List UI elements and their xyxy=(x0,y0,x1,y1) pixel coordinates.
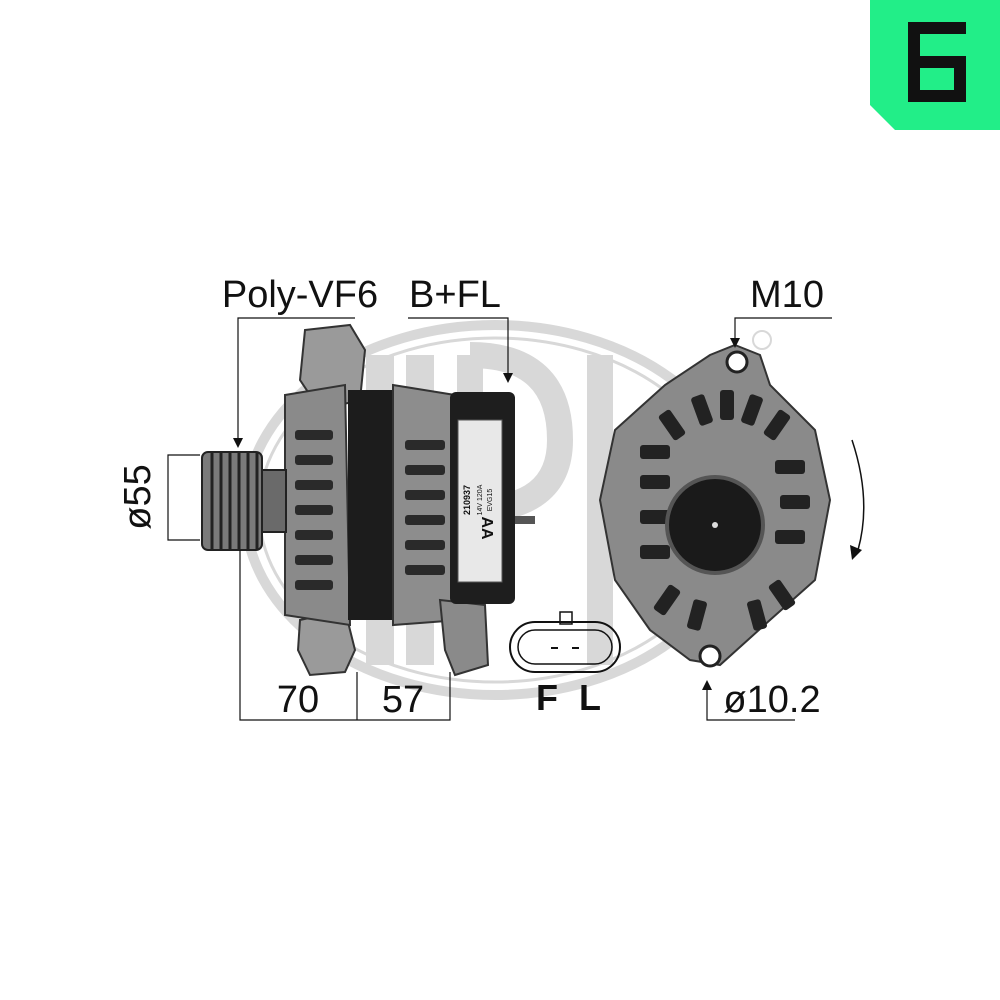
label-plate xyxy=(457,419,503,583)
label-hole-diameter: ø10.2 xyxy=(723,679,820,721)
label-rating: 14V 120A xyxy=(477,484,484,515)
alternator-rear-view xyxy=(598,343,832,668)
label-length-a: 70 xyxy=(277,679,319,721)
rear-mount-foot xyxy=(438,598,490,677)
label-connector-l: L xyxy=(579,677,601,718)
label-thread: M10 xyxy=(750,274,824,316)
pulley xyxy=(201,451,287,551)
mount-hole-top xyxy=(725,350,749,374)
alternator-side-view: 210937 14V 120A EVG15 AA xyxy=(201,323,535,677)
connector-icon xyxy=(509,611,621,673)
vent-slots xyxy=(640,390,810,631)
label-diameter: ø55 xyxy=(117,464,159,529)
terminal-stud xyxy=(515,516,535,524)
label-mark: AA xyxy=(478,516,495,540)
label-length-b: 57 xyxy=(382,679,424,721)
label-pulley-type: Poly-VF6 xyxy=(222,274,378,316)
stator-band xyxy=(348,390,396,620)
label-part-number: 210937 xyxy=(462,485,472,515)
dimension-arrowheads xyxy=(233,338,740,690)
brand-badge xyxy=(870,0,1000,130)
label-connector-f: F xyxy=(536,677,558,718)
rear-housing xyxy=(392,383,462,627)
rotation-arrow-icon xyxy=(850,439,865,560)
mount-hole-bottom xyxy=(698,644,722,668)
brand-e-icon xyxy=(908,22,966,102)
label-terminal: B+FL xyxy=(409,274,501,316)
rear-housing-slots xyxy=(405,440,445,575)
dimension-lines xyxy=(167,317,832,721)
front-housing-slots xyxy=(295,430,333,590)
label-code: EVG15 xyxy=(487,489,494,512)
